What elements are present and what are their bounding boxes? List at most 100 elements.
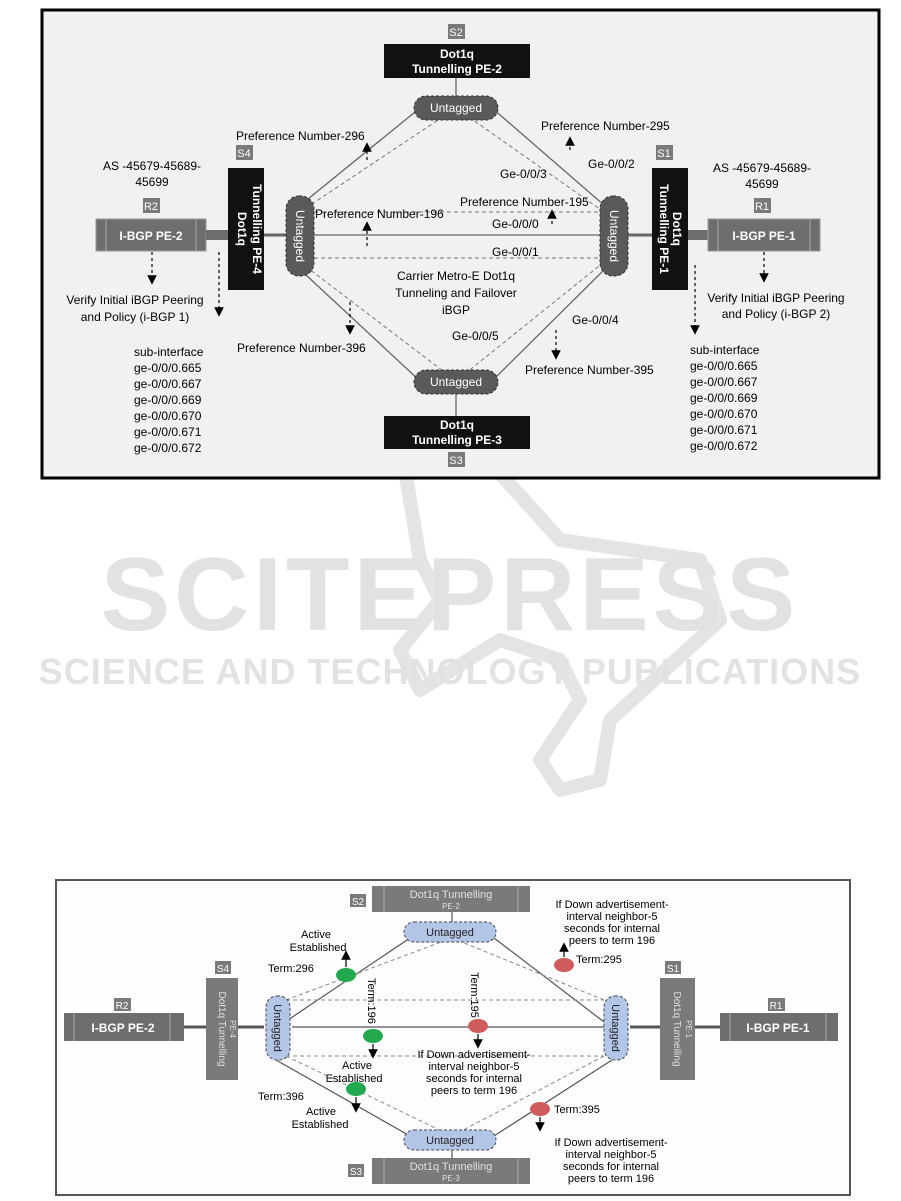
if-down-top-0: If Down advertisement- (555, 899, 668, 911)
s4-line2: Tunnelling PE-4 (250, 184, 264, 274)
watermark-logo-shape (393, 433, 727, 797)
sub-right-2: ge-0/0/0.667 (690, 375, 758, 389)
as-right-2: 45699 (745, 177, 779, 191)
sub-left-5: ge-0/0/0.671 (134, 425, 202, 439)
s2-tag: S2 (449, 27, 462, 39)
watermark: SCITEPRESS SCIENCE AND TECHNOLOGY PUBLIC… (39, 433, 860, 797)
b-s3-tag: S3 (350, 1167, 363, 1178)
untagged-left: Untagged (293, 210, 307, 262)
sub-interface-right: sub-interface ge-0/0/0.665 ge-0/0/0.667 … (690, 343, 760, 453)
b-s2-tag: S2 (352, 897, 365, 908)
r1-tag: R1 (755, 201, 769, 213)
bottom-router-r1: R1 I-BGP PE-1 (720, 998, 838, 1041)
if-down-top-3: peers to term 196 (569, 935, 655, 947)
verify-left-2: and Policy (i-BGP 1) (81, 310, 190, 324)
bottom-router-r2: R2 I-BGP PE-2 (64, 998, 184, 1041)
s1-tag: S1 (657, 148, 670, 160)
sub-left-2: ge-0/0/0.667 (134, 377, 202, 391)
bottom-status-dots (336, 958, 574, 1116)
top-untagged-nodes: Untagged Untagged Untagged Untagged (285, 95, 629, 395)
bottom-switch-s4: S4 Dot1q Tunnelling PE-4 (206, 961, 238, 1080)
b-s4-sub: PE-4 (228, 1020, 237, 1038)
b-s1-label: Dot1q Tunnelling (671, 991, 682, 1066)
if-down-mid-3: peers to term 196 (431, 1085, 517, 1097)
top-router-r1: R1 I-BGP PE-1 (688, 198, 821, 252)
established-top: Established (290, 942, 347, 954)
pref-196: Preference Number-196 (315, 207, 444, 221)
b-untagged-left: Untagged (271, 1004, 283, 1052)
s1-line1: Dot1q (670, 212, 684, 246)
sub-left-1: ge-0/0/0.665 (134, 361, 202, 375)
established-bottom: Established (292, 1119, 349, 1131)
sub-interface-left: sub-interface ge-0/0/0.665 ge-0/0/0.667 … (134, 345, 204, 455)
s2-line2: Tunnelling PE-2 (412, 62, 502, 76)
pref-295: Preference Number-295 (541, 119, 670, 133)
s3-tag: S3 (449, 455, 462, 467)
active-mid: Active (342, 1060, 372, 1072)
b-s1-tag: S1 (667, 964, 680, 975)
bottom-switch-s3: S3 Dot1q Tunnelling PE-3 (348, 1158, 530, 1184)
top-labels: Preference Number-296 Preference Number-… (66, 119, 844, 377)
b-untagged-top: Untagged (426, 927, 474, 939)
pref-395: Preference Number-395 (525, 363, 654, 377)
if-down-bot-2: seconds for internal (563, 1161, 659, 1173)
pref-296: Preference Number-296 (236, 129, 365, 143)
ge-003: Ge-0/0/3 (500, 167, 547, 181)
top-arrows (147, 136, 769, 360)
sub-right-5: ge-0/0/0.671 (690, 423, 758, 437)
top-dashed-links (299, 107, 612, 382)
ge-004: Ge-0/0/4 (572, 313, 619, 327)
center-line3: iBGP (442, 303, 470, 317)
untagged-bottom: Untagged (430, 375, 482, 389)
b-r1-tag: R1 (770, 1001, 783, 1012)
untagged-top: Untagged (430, 101, 482, 115)
if-down-mid: If Down advertisement- interval neighbor… (417, 1049, 530, 1097)
if-down-top-2: seconds for internal (564, 923, 660, 935)
bottom-links (183, 912, 720, 1158)
if-down-top: If Down advertisement- interval neighbor… (555, 899, 668, 947)
sub-right-6: ge-0/0/0.672 (690, 439, 758, 453)
term-395: Term:395 (554, 1104, 600, 1116)
red-dot-195 (468, 1019, 488, 1033)
if-down-bot-3: peers to term 196 (568, 1173, 654, 1185)
bottom-untagged-nodes: Untagged Untagged Untagged Untagged (265, 921, 629, 1151)
green-dot-396 (346, 1082, 366, 1096)
as-right-1: AS -45679-45689- (713, 161, 811, 175)
term-195: Term:195 (468, 972, 480, 1018)
top-switch-s1: S1 Dot1q Tunnelling PE-1 (652, 145, 688, 290)
ge-005: Ge-0/0/5 (452, 329, 499, 343)
b-s4-tag: S4 (217, 964, 230, 975)
if-down-bot-1: interval neighbor-5 (565, 1149, 656, 1161)
red-dot-295 (554, 958, 574, 972)
center-line1: Carrier Metro-E Dot1q (397, 269, 515, 283)
untagged-right: Untagged (607, 210, 621, 262)
sub-right-3: ge-0/0/0.669 (690, 391, 758, 405)
bottom-switch-s1: S1 Dot1q Tunnelling PE-1 (660, 961, 695, 1080)
bottom-labels: Active Established Term:296 Term:295 Ter… (258, 929, 622, 1131)
sub-left-0: sub-interface (134, 345, 204, 359)
bottom-switch-s2: S2 Dot1q Tunnelling PE-2 (350, 886, 530, 912)
top-diagram: S2 Dot1q Tunnelling PE-2 Dot1q Tunnellin… (40, 8, 881, 480)
active-bottom: Active (306, 1106, 336, 1118)
s3-line1: Dot1q (440, 418, 474, 432)
r2-tag: R2 (144, 201, 158, 213)
term-196: Term:196 (365, 978, 377, 1024)
established-mid: Established (326, 1073, 383, 1085)
top-router-r2: R2 I-BGP PE-2 (95, 198, 228, 252)
if-down-mid-0: If Down advertisement- (417, 1049, 530, 1061)
b-untagged-right: Untagged (609, 1004, 621, 1052)
green-dot-196 (363, 1029, 383, 1043)
term-396: Term:396 (258, 1091, 304, 1103)
pref-195: Preference Number-195 (460, 195, 589, 209)
b-s1-sub: PE-1 (684, 1020, 693, 1038)
pref-396: Preference Number-396 (237, 341, 366, 355)
if-down-bot-0: If Down advertisement- (554, 1137, 667, 1149)
s1-line2: Tunnelling PE-1 (657, 184, 671, 274)
sub-right-0: sub-interface (690, 343, 760, 357)
if-down-mid-1: interval neighbor-5 (428, 1061, 519, 1073)
r2-label: I-BGP PE-2 (119, 229, 182, 243)
ge-001: Ge-0/0/1 (492, 245, 539, 259)
s2-line1: Dot1q (440, 47, 474, 61)
if-down-top-1: interval neighbor-5 (566, 911, 657, 923)
